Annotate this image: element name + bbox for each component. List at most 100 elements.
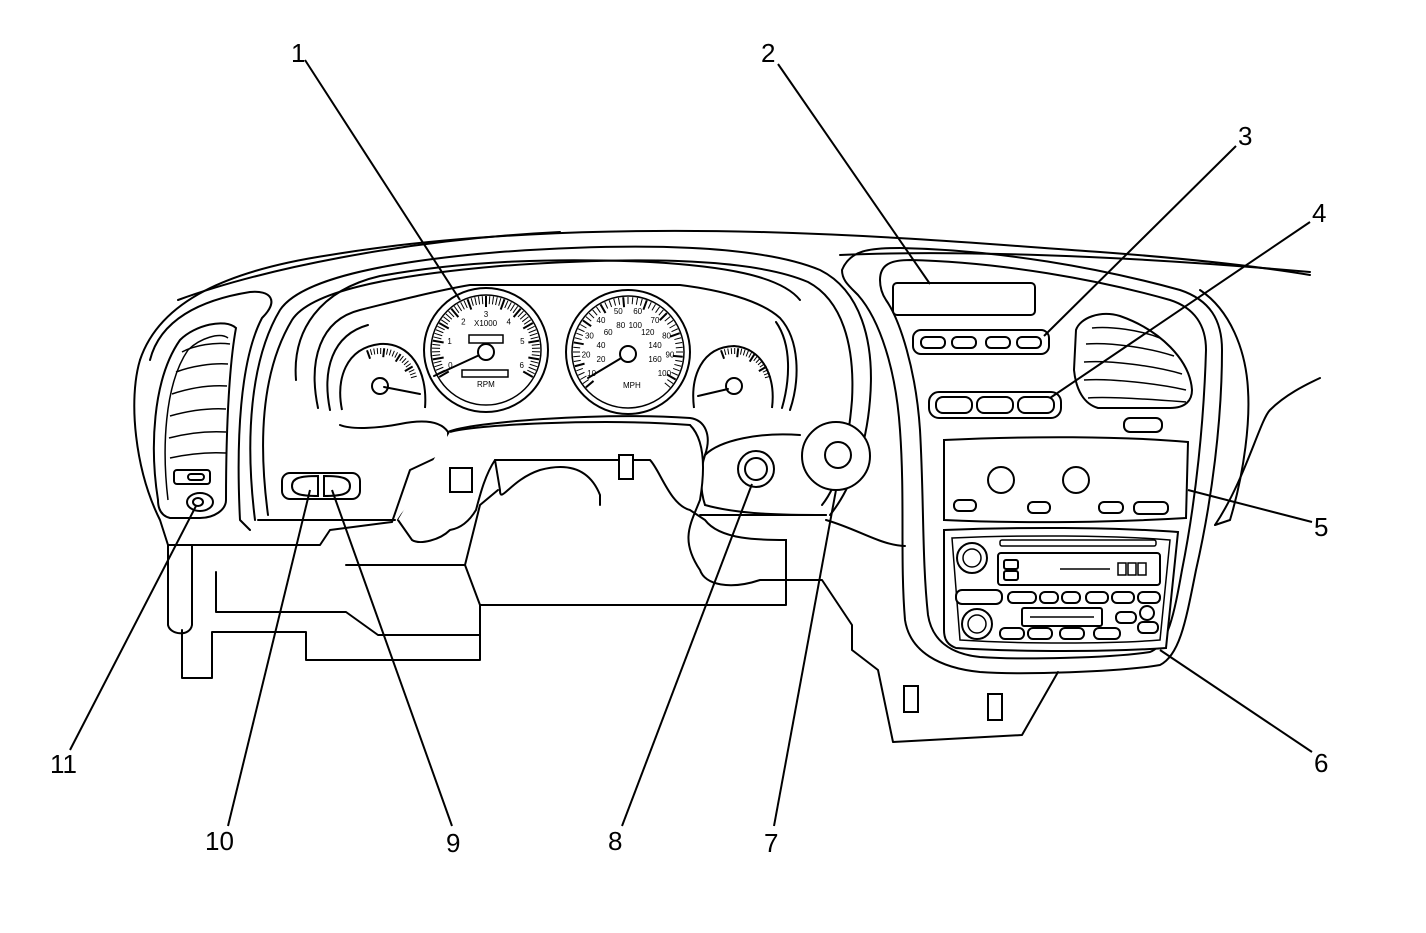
climate-knob-right[interactable] <box>1062 466 1090 494</box>
lower-button-1[interactable] <box>935 396 973 414</box>
tach-tick <box>435 366 444 371</box>
radio-volume-knob[interactable] <box>956 542 988 574</box>
tach-tick <box>523 319 532 325</box>
temp-tick <box>727 348 730 355</box>
radio-preset-4[interactable] <box>1085 591 1109 604</box>
speedo-mph-label: 70 <box>651 316 660 325</box>
radio-preset-6[interactable] <box>1137 591 1161 604</box>
dash-outline <box>133 229 1321 743</box>
climate-button-4[interactable] <box>1133 501 1169 515</box>
tach-tick <box>530 336 539 340</box>
tach-tick <box>488 296 491 305</box>
column-switch-rect <box>618 454 634 480</box>
climate-button-3[interactable] <box>1098 501 1124 514</box>
radio-tune-knob[interactable] <box>961 608 993 640</box>
leader-1 <box>304 59 461 301</box>
fuel-tick <box>394 352 398 358</box>
speedo-hub <box>619 345 637 363</box>
temp-tick <box>764 375 771 379</box>
right-switch[interactable] <box>323 474 352 498</box>
tach-tick <box>529 363 538 368</box>
speedo-tick <box>672 367 680 372</box>
tach-tick <box>498 297 502 306</box>
speedo-tick <box>596 306 601 313</box>
lower-button-3[interactable] <box>1017 396 1055 414</box>
upper-button-4[interactable] <box>1016 336 1042 349</box>
tach-tick <box>507 302 512 310</box>
radio-preset-3[interactable] <box>1061 591 1081 604</box>
speedo-tick <box>580 375 587 380</box>
climate-knob-left[interactable] <box>987 466 1015 494</box>
temp-tick <box>763 372 770 376</box>
speedo-unit: MPH <box>623 381 641 390</box>
speedo-tick <box>672 354 683 358</box>
speedo-tick <box>664 316 671 322</box>
speedo-tick <box>669 324 676 329</box>
climate-button-1[interactable] <box>953 499 977 512</box>
tach-label: 1 <box>447 337 452 346</box>
tach-tick <box>512 306 519 314</box>
right-vent-control[interactable] <box>1123 417 1163 433</box>
fuel-tick <box>385 348 389 355</box>
upper-button-3[interactable] <box>985 336 1011 349</box>
temp-gauge <box>692 344 774 409</box>
lower-button-2[interactable] <box>976 396 1014 414</box>
fuel-tick <box>366 349 372 360</box>
temp-tick <box>748 352 752 358</box>
tach-tick <box>474 297 477 306</box>
radio-bottom-button-2[interactable] <box>1027 627 1053 640</box>
right-vent-slat <box>1091 326 1161 339</box>
fuel-tick <box>391 350 395 357</box>
radio-preset-1[interactable] <box>1007 591 1037 604</box>
center-stack <box>841 247 1223 675</box>
radio-side-button-1[interactable] <box>1115 611 1137 624</box>
speedo-tick <box>675 359 683 363</box>
temp-tick <box>753 355 758 362</box>
tach-tick <box>495 297 498 306</box>
radio-bottom-button-3[interactable] <box>1059 627 1085 640</box>
radio-small-knob[interactable] <box>1139 605 1155 621</box>
tach-tick <box>499 298 506 310</box>
radio-bottom-row <box>999 605 1159 640</box>
fuel-tick <box>394 353 402 363</box>
speedo-tick <box>635 297 639 305</box>
speedo-tick <box>667 320 674 325</box>
tach-tick <box>466 298 473 310</box>
left-switch[interactable] <box>290 474 319 498</box>
radio-preset-5[interactable] <box>1111 591 1135 604</box>
speedo-tick <box>617 297 621 305</box>
vent-thumbwheel-center <box>192 497 204 507</box>
radio-side-button-2[interactable] <box>1137 621 1159 634</box>
speedo-tick <box>599 303 607 314</box>
lower-rect-2 <box>987 693 1003 721</box>
left-vent-slat <box>175 363 229 373</box>
upper-button-1[interactable] <box>920 336 946 349</box>
leader-7 <box>773 489 837 827</box>
radio-preset-2[interactable] <box>1039 591 1059 604</box>
speedo-tick <box>667 379 674 384</box>
speedo-tick <box>674 363 682 367</box>
radio-bottom-button-1[interactable] <box>999 627 1025 640</box>
speedo-kmh-label: 40 <box>597 341 606 350</box>
upper-button-2[interactable] <box>951 336 977 349</box>
speedo-tick <box>675 346 683 349</box>
tach-multiplier: X1000 <box>474 319 498 328</box>
tach-tick <box>529 332 538 337</box>
speedo-tick <box>622 297 626 308</box>
radio-button-seek[interactable] <box>955 589 1003 605</box>
speedo-tick <box>582 379 589 384</box>
radio-bottom-button-4[interactable] <box>1093 627 1121 640</box>
fuel-tick <box>408 369 415 373</box>
left-vent-slat <box>169 452 227 459</box>
fuel-tick <box>409 372 416 376</box>
vent-control-slot <box>187 473 205 481</box>
climate-button-2[interactable] <box>1027 501 1051 514</box>
fuel-tick <box>373 348 376 355</box>
tach-tick <box>527 369 535 375</box>
leader-10 <box>227 489 311 827</box>
leader-6 <box>1159 649 1313 753</box>
speedo-tick <box>613 298 617 306</box>
tach-tick <box>477 296 481 305</box>
tach-unit: RPM <box>477 380 495 389</box>
